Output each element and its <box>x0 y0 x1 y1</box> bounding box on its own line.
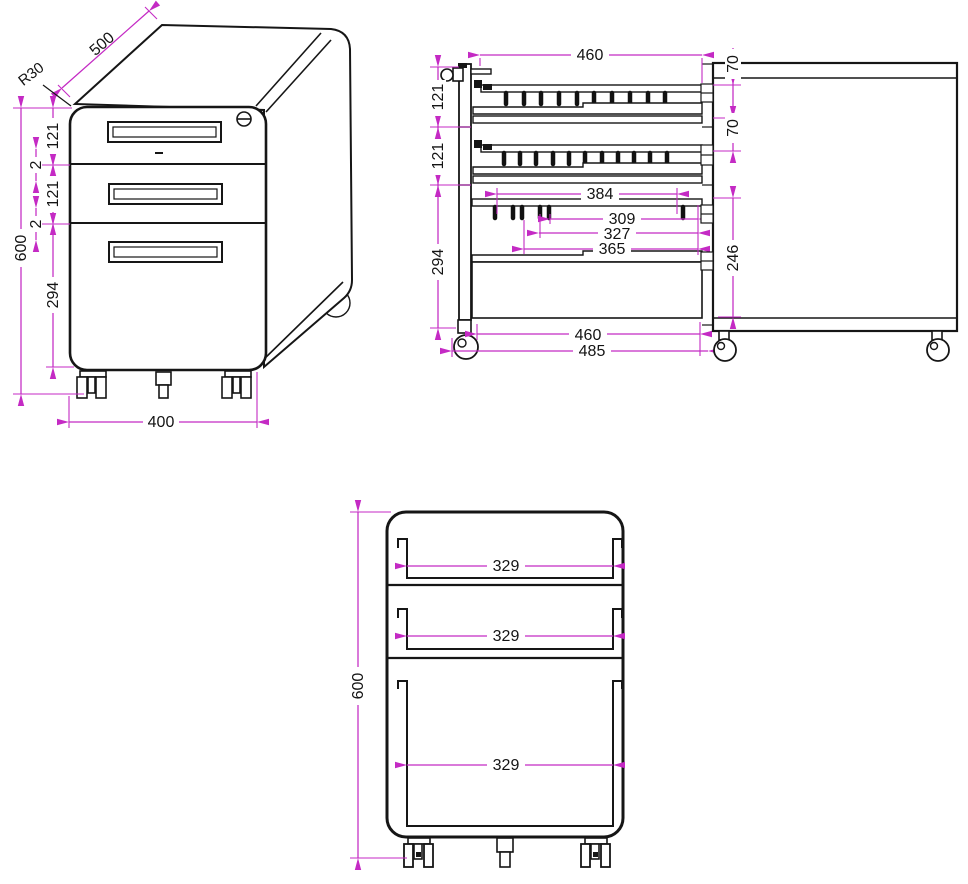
lock-icon <box>236 111 252 127</box>
drawer3-section <box>471 198 703 319</box>
dim-corner-radius-label: R30 <box>15 59 47 89</box>
outline-right-caster-icon <box>926 330 950 362</box>
dim-drawer2-height-label: 121 <box>45 181 62 208</box>
front-middle-caster-icon <box>155 371 172 399</box>
perspective-dimension-lines <box>13 0 269 428</box>
dim-front-height-label: 600 <box>350 673 367 700</box>
front-dimension-labels: 600 329 329 329 <box>350 558 525 774</box>
cabinet-front-face <box>68 105 268 372</box>
front-post <box>458 63 472 321</box>
dim-overall-depth-label: 485 <box>579 343 606 360</box>
drawer2-section <box>472 140 703 184</box>
dim-309-label: 309 <box>609 211 636 228</box>
dim-section-drawer1-label: 121 <box>430 84 447 111</box>
section-caster-icon <box>453 319 479 360</box>
dim-front-drawer1-width-label: 329 <box>493 558 520 575</box>
slide-mount-notches <box>700 83 714 271</box>
view-side-section: 460 121 121 294 384 309 327 365 460 485 <box>430 47 720 360</box>
dim-rail-span-label: 384 <box>587 186 614 203</box>
dim-365-label: 365 <box>599 241 626 258</box>
dim-front-drawer2-width-label: 329 <box>493 628 520 645</box>
dim-drawer1-height-label: 121 <box>45 123 62 150</box>
drawer1-handle <box>107 121 222 154</box>
section-dimension-labels: 460 121 121 294 384 309 327 365 460 485 <box>430 47 641 360</box>
outline-left-caster-icon <box>713 330 737 362</box>
view-side-outline: 70 70 246 <box>700 48 959 362</box>
dim-slide-gap-mid-label: 70 <box>725 119 742 137</box>
dim-gap1-label: 2 <box>28 160 45 169</box>
front-right-caster-icon <box>221 370 252 399</box>
drawer2-handle <box>108 183 223 205</box>
front-drawer2-box <box>397 608 623 650</box>
frontview-middle-caster-icon <box>496 837 514 868</box>
frontview-left-caster-icon <box>403 837 434 868</box>
dim-327-label: 327 <box>604 226 631 243</box>
dim-section-drawer2-label: 121 <box>430 143 447 170</box>
cabinet-body <box>72 23 354 370</box>
dim-front-drawer3-width-label: 329 <box>493 757 520 774</box>
dim-inner-depth-top-label: 460 <box>577 47 604 64</box>
dim-overall-width-label: 400 <box>148 414 175 431</box>
frontview-right-caster-icon <box>580 837 611 868</box>
drawer1-section <box>472 80 703 124</box>
view-front: 600 329 329 329 <box>350 500 625 870</box>
drawer3-handle <box>108 241 223 263</box>
dim-section-lower-label: 294 <box>430 249 447 276</box>
dim-depth-label: 500 <box>87 29 118 59</box>
front-left-caster-icon <box>76 370 107 399</box>
dim-lower-height-label: 294 <box>45 282 62 309</box>
front-cabinet-outline <box>385 510 625 839</box>
dim-inner-depth-bottom-label: 460 <box>575 327 602 344</box>
dim-lower-panel-label: 246 <box>725 245 742 272</box>
section-connector-lines <box>702 63 713 326</box>
front-drawer1-box <box>397 538 623 579</box>
dim-slide-gap-top-label: 70 <box>725 55 742 73</box>
dim-overall-height-label: 600 <box>13 235 30 262</box>
view-perspective: 500 R30 600 121 2 121 2 294 400 <box>13 0 354 431</box>
lock-cylinder-icon <box>440 63 492 82</box>
outline-dimension-labels: 70 70 246 <box>725 49 742 276</box>
front-drawer3-box <box>397 680 623 827</box>
side-panel <box>711 61 959 333</box>
dim-gap2-label: 2 <box>28 219 45 228</box>
